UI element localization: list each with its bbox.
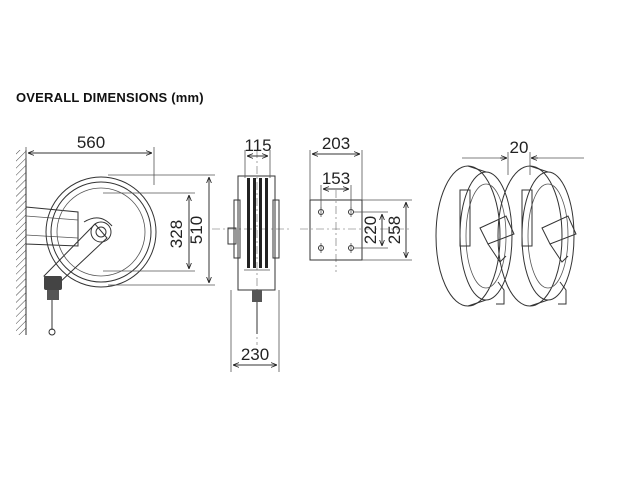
- mounting-plate: 203 153 220 258: [300, 134, 412, 272]
- double-reel-view: 20: [435, 138, 584, 307]
- dim-20: 20: [510, 138, 529, 157]
- dim-258: 258: [385, 216, 404, 244]
- dim-230: 230: [241, 345, 269, 364]
- page-title: OVERALL DIMENSIONS (mm): [16, 90, 204, 105]
- dim-203: 203: [322, 134, 350, 153]
- dim-153: 153: [322, 169, 350, 188]
- side-view: 560 328 510: [16, 133, 215, 336]
- dim-560: 560: [77, 133, 105, 152]
- dim-115: 115: [244, 136, 271, 155]
- front-view: 115 230: [212, 136, 292, 372]
- dim-328: 328: [167, 220, 186, 248]
- dim-220: 220: [361, 216, 380, 244]
- dim-510: 510: [187, 216, 206, 244]
